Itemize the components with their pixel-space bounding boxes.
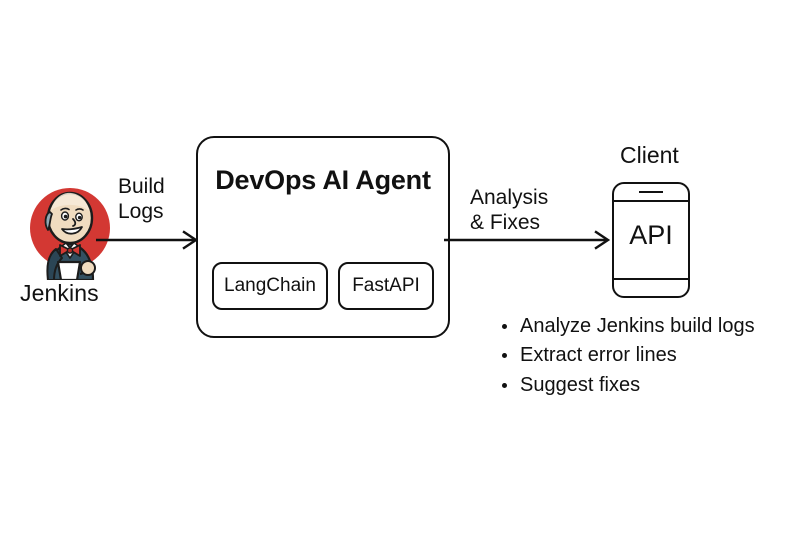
edge-label-analysis-fixes-line1: Analysis [470, 186, 549, 209]
list-item: Extract error lines [500, 341, 755, 370]
component-langchain[interactable]: LangChain [212, 262, 328, 310]
capability-list: Analyze Jenkins build logs Extract error… [500, 312, 755, 400]
arrow-agent-to-client [444, 230, 611, 250]
agent-components: LangChain FastAPI [212, 262, 438, 310]
agent-title: DevOps AI Agent [198, 164, 448, 198]
component-fastapi[interactable]: FastAPI [338, 262, 434, 310]
edge-label-analysis-fixes: Analysis & Fixes [470, 186, 548, 236]
edge-label-build-logs: Build Logs [118, 175, 165, 225]
arrow-jenkins-to-agent [96, 230, 199, 250]
component-fastapi-label: FastAPI [352, 275, 420, 296]
phone-screen-label: API [629, 220, 673, 250]
component-langchain-label: LangChain [224, 275, 316, 296]
edge-label-analysis-fixes-line2: & Fixes [470, 210, 541, 234]
jenkins-logo-icon [30, 188, 110, 280]
jenkins-label: Jenkins [20, 280, 99, 306]
client-label: Client [620, 142, 679, 168]
phone-top-divider [614, 200, 688, 202]
list-item: Analyze Jenkins build logs [500, 312, 755, 341]
list-item: Suggest fixes [500, 371, 755, 400]
agent-title-line1: DevOps [215, 165, 317, 195]
client-device-icon[interactable]: API [612, 182, 690, 298]
agent-title-line2: AI Agent [322, 165, 431, 195]
phone-bottom-divider [614, 278, 688, 280]
edge-label-build-logs-line1: Build [118, 175, 165, 198]
jenkins-node [18, 176, 122, 280]
devops-ai-agent-box[interactable]: DevOps AI Agent LangChain FastAPI [196, 136, 450, 338]
edge-label-build-logs-line2: Logs [118, 199, 164, 223]
phone-speaker-icon [639, 191, 663, 193]
